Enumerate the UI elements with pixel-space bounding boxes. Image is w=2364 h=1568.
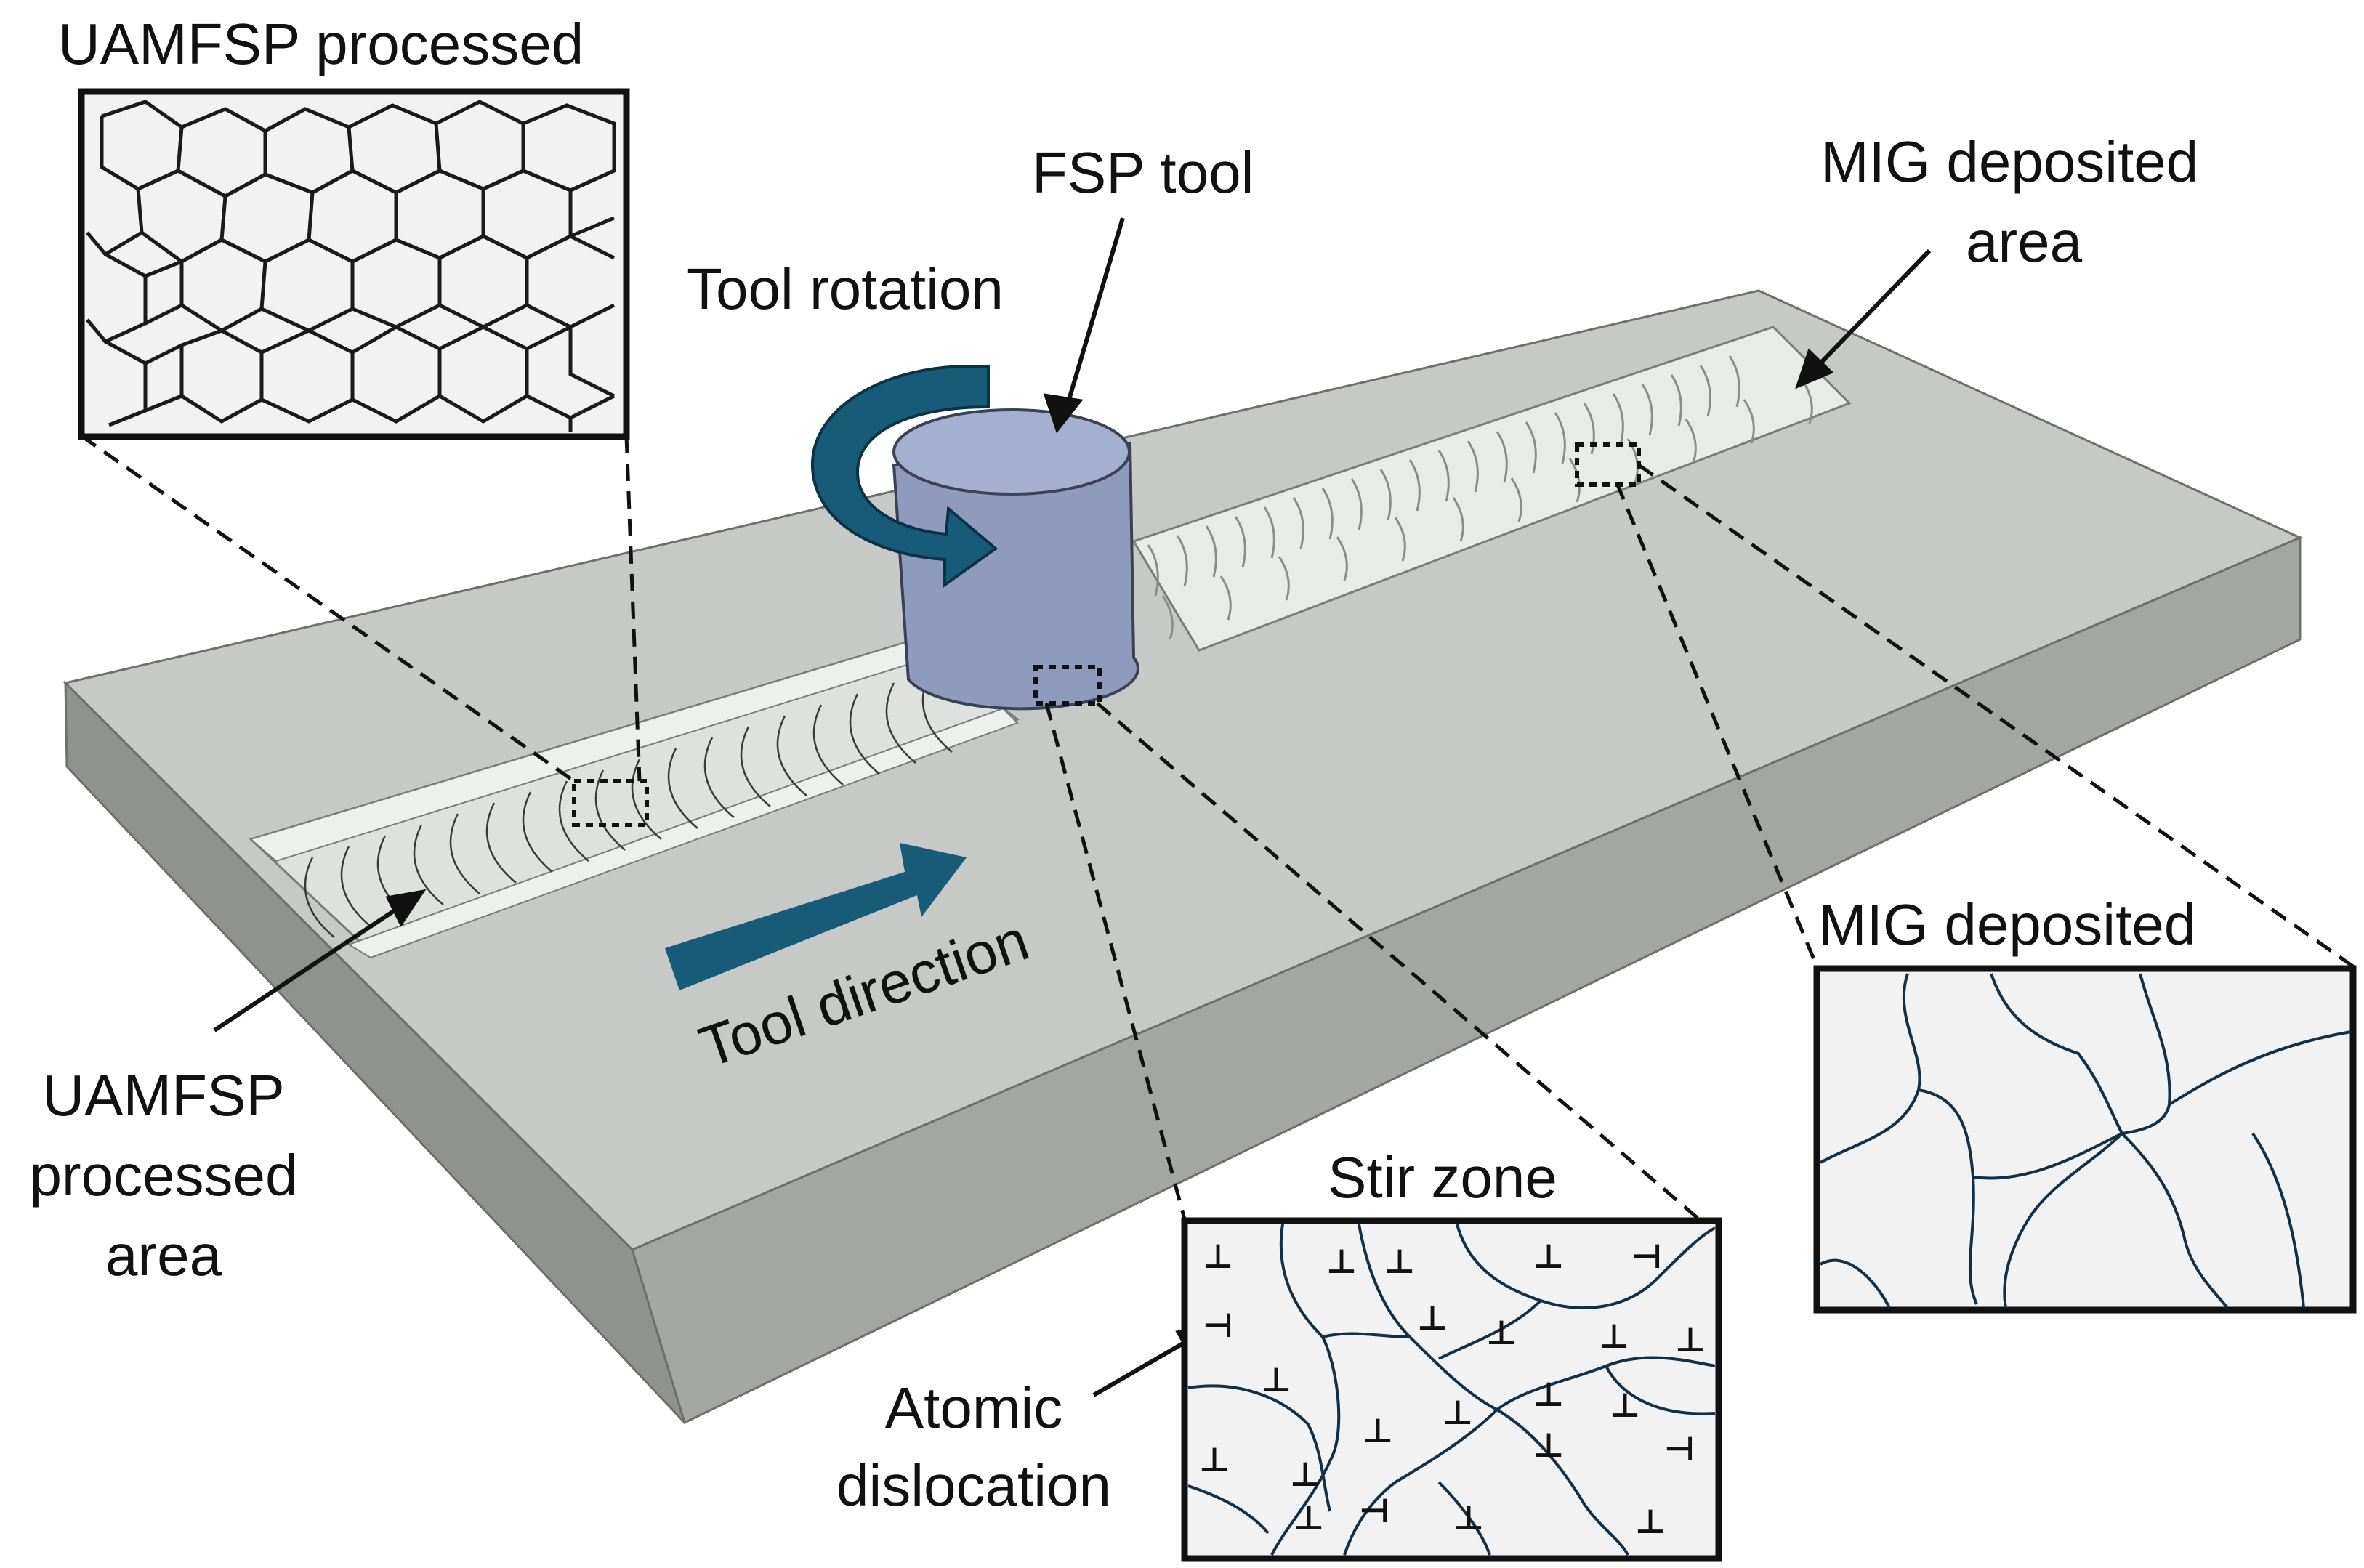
svg-text:⊥: ⊥ xyxy=(1533,1426,1564,1464)
mig-area-label-line1: MIG deposited xyxy=(1820,129,2198,194)
uamfsp-area-label-line2: processed xyxy=(29,1143,297,1208)
mig-inset-title: MIG deposited xyxy=(1818,892,2196,957)
svg-text:⊥: ⊥ xyxy=(1326,1242,1357,1280)
equiaxed-grains xyxy=(86,100,616,432)
fsp-tool-label: FSP tool xyxy=(1032,140,1254,205)
mig-bead-band xyxy=(1131,326,1852,652)
weld-track xyxy=(249,326,1852,959)
marker-uamfsp xyxy=(572,779,649,827)
mig-area-label-line2: area xyxy=(1966,209,2083,274)
svg-text:⊥: ⊥ xyxy=(1443,1394,1473,1431)
stir-grain-boundaries xyxy=(1187,1224,1716,1556)
tool-cylinder-top xyxy=(892,408,1131,496)
svg-text:⊥: ⊥ xyxy=(1199,1441,1230,1479)
svg-text:⊥: ⊥ xyxy=(1363,1412,1393,1450)
svg-text:⊥: ⊥ xyxy=(1486,1314,1517,1351)
tool-rotation-label: Tool rotation xyxy=(687,256,1004,321)
svg-text:⊥: ⊥ xyxy=(1453,1499,1484,1537)
uamfsp-area-label-line3: area xyxy=(105,1223,222,1288)
svg-text:⊣: ⊣ xyxy=(1631,1237,1662,1275)
direction-arrow-icon xyxy=(665,843,967,990)
svg-text:⊣: ⊣ xyxy=(1664,1430,1695,1468)
svg-text:⊥: ⊥ xyxy=(1384,1242,1415,1280)
svg-text:⊣: ⊣ xyxy=(1203,1306,1233,1344)
svg-text:⊥: ⊥ xyxy=(1675,1321,1706,1359)
inset-uamfsp xyxy=(78,88,630,440)
svg-text:⊥: ⊥ xyxy=(1290,1455,1320,1493)
atomic-dislocation-line1: Atomic xyxy=(885,1375,1063,1440)
svg-text:⊥: ⊥ xyxy=(1417,1299,1448,1337)
uamfsp-inset-title: UAMFSP processed xyxy=(58,12,584,76)
atomic-dislocation-line2: dislocation xyxy=(836,1453,1111,1518)
svg-text:⊥: ⊥ xyxy=(1599,1317,1629,1355)
mig-bead-ripples xyxy=(1147,355,1813,640)
plate-side-face xyxy=(64,680,686,1424)
rotation-arrow-icon xyxy=(811,365,999,588)
base-plate xyxy=(63,289,2303,1425)
svg-text:⊥: ⊥ xyxy=(1635,1503,1666,1540)
svg-text:⊥: ⊥ xyxy=(1610,1386,1640,1424)
sample-markers xyxy=(572,442,1641,827)
connector-lines xyxy=(80,434,2355,1221)
marker-stir-zone xyxy=(1033,665,1102,706)
inset-stir-zone: ⊥ ⊥ ⊥ ⊥ ⊣ ⊣ ⊥ ⊥ ⊥ ⊥ ⊥ ⊥ ⊥ ⊥ ⊥ ⊥ ⊣ ⊥ ⊥ ⊥ … xyxy=(1181,1217,1722,1562)
uamfsp-area-label-line1: UAMFSP xyxy=(42,1063,284,1128)
dislocation-symbol-icon: ⊥ ⊥ ⊥ ⊥ ⊣ ⊣ ⊥ ⊥ ⊥ ⊥ ⊥ ⊥ ⊥ ⊥ ⊥ ⊥ ⊣ ⊥ ⊥ ⊥ … xyxy=(1199,1237,1706,1540)
svg-text:⊣: ⊣ xyxy=(1359,1492,1389,1529)
marker-mig xyxy=(1575,442,1641,487)
inset-mig xyxy=(1813,965,2357,1314)
coarse-grain-boundaries xyxy=(1820,973,2352,1309)
tool-cylinder-body xyxy=(892,441,1140,711)
processed-side-bead-bottom xyxy=(347,707,1019,959)
svg-text:⊥: ⊥ xyxy=(1533,1237,1564,1275)
svg-text:⊥: ⊥ xyxy=(1294,1499,1324,1537)
fsp-tool xyxy=(892,408,1140,711)
svg-text:⊥: ⊥ xyxy=(1533,1375,1564,1413)
svg-text:⊥: ⊥ xyxy=(1261,1361,1291,1399)
svg-text:⊥: ⊥ xyxy=(1203,1237,1233,1275)
stir-zone-title: Stir zone xyxy=(1328,1145,1557,1210)
